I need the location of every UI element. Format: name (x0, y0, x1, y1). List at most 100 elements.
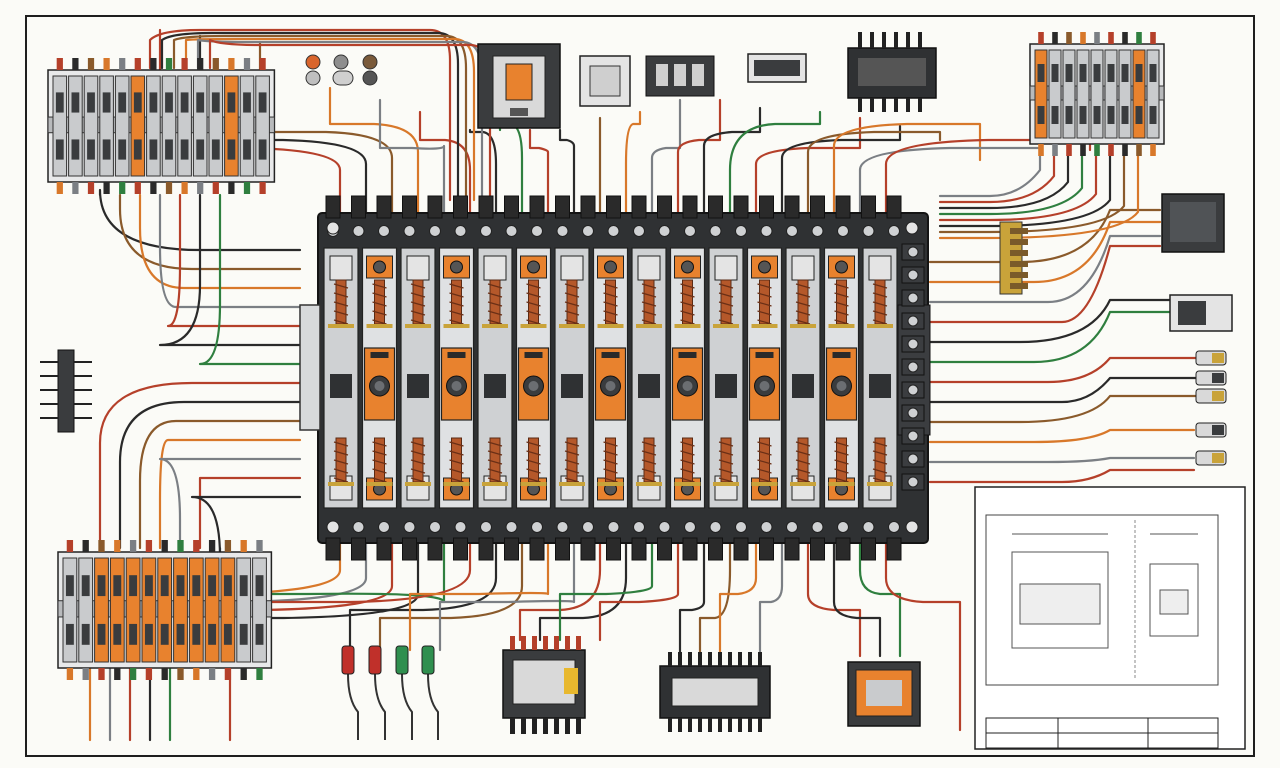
ic-pin (918, 98, 922, 112)
screw-terminal-icon (429, 521, 441, 533)
breaker-pole (192, 75, 208, 177)
left-terminal-strip (40, 349, 92, 433)
relay-module-icon (746, 247, 783, 509)
indicator-light-icon (362, 54, 378, 70)
screw-terminal-icon (480, 521, 492, 533)
inductor-coil-icon (366, 279, 393, 328)
wire-ferrule (150, 182, 157, 194)
connector-block-top (645, 55, 715, 97)
wire (558, 128, 576, 216)
wire (168, 540, 446, 742)
wire (928, 468, 1196, 484)
breaker-block-top-left (47, 58, 276, 194)
wire-ferrule (1066, 144, 1072, 156)
screw-terminal-icon (582, 521, 594, 533)
screw-terminal-icon (907, 453, 919, 465)
inductor-coil-icon (674, 279, 701, 328)
screw-terminal-icon (811, 225, 824, 237)
inductor-coil-icon (713, 437, 739, 486)
right-terminal-column (901, 243, 925, 491)
screw-terminal-icon (555, 537, 570, 561)
wire (938, 143, 1084, 216)
wire (938, 143, 1042, 198)
relay-module-icon (592, 247, 629, 509)
terminal-pin (576, 718, 581, 734)
inductor-coil-icon (559, 279, 585, 328)
wire-ferrule (82, 540, 89, 552)
inductor-coil-icon (366, 437, 393, 486)
wire-ferrule (208, 540, 216, 552)
ic-pin (906, 98, 910, 112)
screw-terminal-icon (352, 225, 365, 237)
wire-ferrule (1122, 32, 1128, 44)
inductor-coil-icon (328, 279, 354, 328)
screw-terminal-icon (810, 195, 825, 219)
top-terminal-row (325, 195, 902, 237)
wire (928, 428, 1196, 444)
terminal-pin (1010, 228, 1028, 234)
screw-terminal-icon (478, 537, 494, 561)
wire-ferrule (134, 58, 141, 70)
ic-pin (738, 718, 742, 732)
wire-ferrule (1108, 144, 1114, 156)
wire-harness (88, 28, 1198, 742)
breaker-pole (1104, 49, 1118, 139)
wire-ferrule (240, 540, 247, 552)
screw-terminal-icon (907, 246, 919, 258)
test-probe-icon (341, 645, 359, 740)
wire-ferrule (1122, 144, 1128, 156)
screw-terminal-icon (786, 225, 798, 237)
ic-pin (698, 652, 702, 666)
wire-ferrule (197, 182, 204, 194)
wire-ferrule (240, 668, 247, 680)
screw-terminal-icon (760, 225, 773, 237)
breaker-pole (239, 75, 255, 177)
screw-terminal-icon (631, 195, 647, 219)
screw-terminal-icon (837, 225, 849, 237)
test-probe-icon (368, 645, 386, 740)
terminal-pin (543, 636, 548, 650)
screw-terminal-icon (580, 537, 596, 561)
wire (832, 540, 882, 658)
screw-terminal-icon (784, 537, 800, 561)
wire-ferrule (1150, 32, 1156, 44)
wire (158, 457, 302, 550)
wire (166, 193, 302, 328)
wire (858, 540, 902, 658)
ic-pin (698, 718, 702, 732)
breaker-pole (125, 557, 141, 663)
wire (184, 37, 476, 202)
screw-terminal-icon (325, 537, 341, 561)
screw-terminal-icon (861, 195, 876, 219)
ic-pin (668, 652, 672, 666)
ic-pin (718, 718, 722, 732)
wire-ferrule (256, 540, 263, 552)
screw-terminal-icon (531, 521, 543, 533)
wire-ferrule (208, 668, 216, 680)
breaker-pole (146, 75, 161, 177)
wire-ferrule (129, 668, 137, 680)
screw-terminal-icon (907, 338, 919, 350)
ic-module-bottom (659, 652, 771, 732)
ic-pin (708, 718, 712, 732)
screw-terminal-icon (735, 225, 747, 237)
ic-pin (758, 718, 762, 732)
indicator-lamp-cluster (305, 54, 378, 86)
screw-terminal-icon (480, 225, 492, 237)
ic-pin (718, 652, 722, 666)
wire (118, 193, 302, 271)
ic-pin (738, 652, 742, 666)
screw-terminal-icon (907, 269, 919, 281)
test-probe-leads (341, 645, 439, 740)
terminal-pin (521, 636, 526, 650)
wire (928, 456, 1196, 464)
wire (418, 110, 472, 216)
ic-pin (870, 32, 874, 48)
screw-terminal-icon (402, 537, 417, 561)
inductor-coil-icon (751, 279, 778, 328)
wire (378, 98, 446, 216)
terminal-spacer (477, 247, 513, 509)
detail-drawing-panel (974, 486, 1246, 750)
breaker-pole (204, 557, 220, 663)
